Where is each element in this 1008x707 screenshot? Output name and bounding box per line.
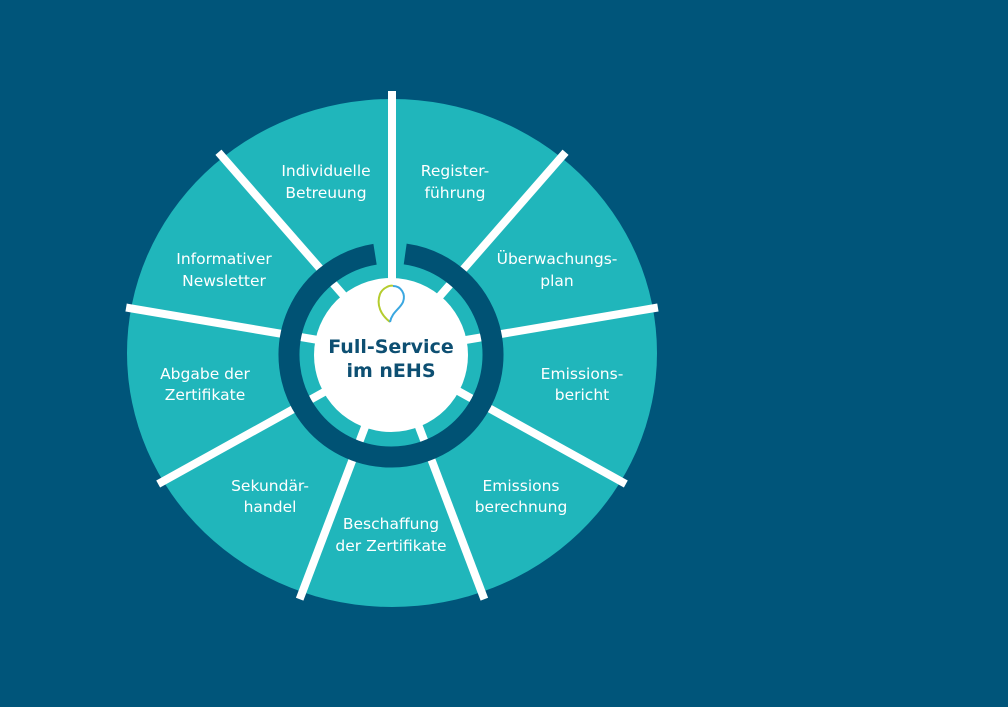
segment-label: Informativer bbox=[176, 250, 272, 268]
segment-label: der Zertifikate bbox=[335, 537, 446, 555]
drop-logo-icon bbox=[377, 284, 405, 323]
segment-label: Register- bbox=[421, 162, 489, 180]
segment-emissionsbericht[interactable]: Emissions- bericht bbox=[541, 365, 624, 404]
segment-registerfuehrung[interactable]: Register- führung bbox=[421, 162, 489, 202]
center-title-line1: Full-Service bbox=[328, 336, 453, 358]
segment-label: bericht bbox=[555, 386, 609, 404]
segment-label: plan bbox=[540, 272, 573, 290]
segment-label: Sekundär- bbox=[231, 477, 309, 495]
segment-label: Überwachungs- bbox=[497, 249, 618, 268]
segment-newsletter[interactable]: Informativer Newsletter bbox=[176, 250, 272, 290]
segment-label: Emissions bbox=[482, 477, 559, 495]
segment-label: handel bbox=[244, 498, 297, 516]
segment-ueberwachungsplan[interactable]: Überwachungs- plan bbox=[497, 249, 618, 290]
segment-label: führung bbox=[425, 184, 486, 202]
segment-label: Individuelle bbox=[281, 162, 370, 180]
segment-label: Zertifikate bbox=[165, 386, 246, 404]
segment-beschaffung[interactable]: Beschaffung der Zertifikate bbox=[335, 515, 446, 555]
segment-label: Abgabe der bbox=[160, 365, 250, 383]
segment-sekundaerhandel[interactable]: Sekundär- handel bbox=[231, 477, 309, 516]
segment-label: Emissions- bbox=[541, 365, 624, 383]
segment-individuelle-betreuung[interactable]: Individuelle Betreuung bbox=[281, 162, 370, 202]
center-title-line2: im nEHS bbox=[346, 360, 435, 382]
segment-label: Betreuung bbox=[285, 184, 366, 202]
center-circle bbox=[314, 278, 468, 432]
segment-label: Beschaffung bbox=[343, 515, 439, 533]
segment-emissionsberechnung[interactable]: Emissions berechnung bbox=[475, 477, 568, 516]
segment-abgabe[interactable]: Abgabe der Zertifikate bbox=[160, 365, 250, 404]
segment-label: berechnung bbox=[475, 498, 568, 516]
cycle-arrow-ring bbox=[278, 243, 504, 468]
segment-label: Newsletter bbox=[182, 272, 266, 290]
